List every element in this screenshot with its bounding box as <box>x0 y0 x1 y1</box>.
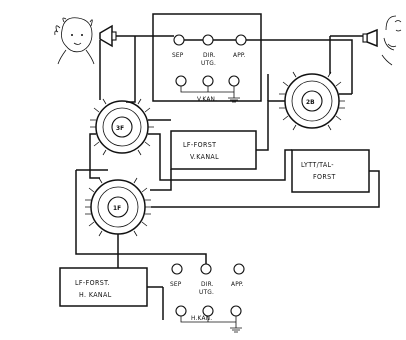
headset-speaker-left-icon <box>99 24 117 48</box>
jack-dir-top[interactable] <box>202 34 214 46</box>
jack-hkan-1[interactable] <box>175 305 187 317</box>
jack-app-bottom[interactable] <box>233 263 245 275</box>
label-vkan: V.KAN. <box>197 95 217 103</box>
lf-forst-h-kanal-box <box>59 267 148 307</box>
jack-app-top[interactable] <box>235 34 247 46</box>
label-app-top: APP. <box>233 51 246 59</box>
jack-sep-bottom[interactable] <box>171 263 183 275</box>
lytt-tal-forst-box <box>291 149 370 193</box>
label-sep-top: SEP <box>172 51 184 59</box>
label-hkan: H.KAN. <box>191 314 212 322</box>
switch-2b-label: 2B <box>306 98 315 106</box>
lf-v-label-1: LF-FORST <box>183 141 216 149</box>
jack-dir-bottom[interactable] <box>200 263 212 275</box>
jack-vkan-2[interactable] <box>202 75 214 87</box>
lytt-label-1: LYTT/TAL- <box>301 161 334 169</box>
headset-speaker-right-icon <box>362 28 378 48</box>
jack-sep-top[interactable] <box>173 34 185 46</box>
jack-hkan-3[interactable] <box>230 305 242 317</box>
switch-1f-label: 1F <box>113 204 121 212</box>
label-dir-top: DIR. <box>203 51 216 59</box>
label-dir-bottom: DIR. <box>201 280 214 288</box>
top-jack-panel <box>152 13 262 102</box>
lf-v-label-2: V.KANAL <box>190 153 219 161</box>
lf-forst-v-kanal-box <box>170 130 257 170</box>
label-utg-bottom: UTG. <box>199 288 214 296</box>
label-sep-bottom: SEP <box>170 280 182 288</box>
lytt-label-2: FORST <box>313 173 336 181</box>
jack-vkan-3[interactable] <box>228 75 240 87</box>
lf-h-label-1: LF-FORST. <box>75 279 110 287</box>
switch-3f-label: 3F <box>116 124 124 132</box>
label-app-bottom: APP. <box>231 280 244 288</box>
switch-3f[interactable]: 3F <box>90 98 154 156</box>
label-utg-top: UTG. <box>201 59 216 67</box>
operator-head-left-icon <box>54 17 95 65</box>
switch-2b[interactable]: 2B <box>279 71 345 131</box>
switch-1f[interactable]: 1F <box>85 177 151 237</box>
lf-h-label-2: H. KANAL <box>79 291 112 299</box>
jack-vkan-1[interactable] <box>175 75 187 87</box>
operator-head-right-icon <box>381 15 402 66</box>
